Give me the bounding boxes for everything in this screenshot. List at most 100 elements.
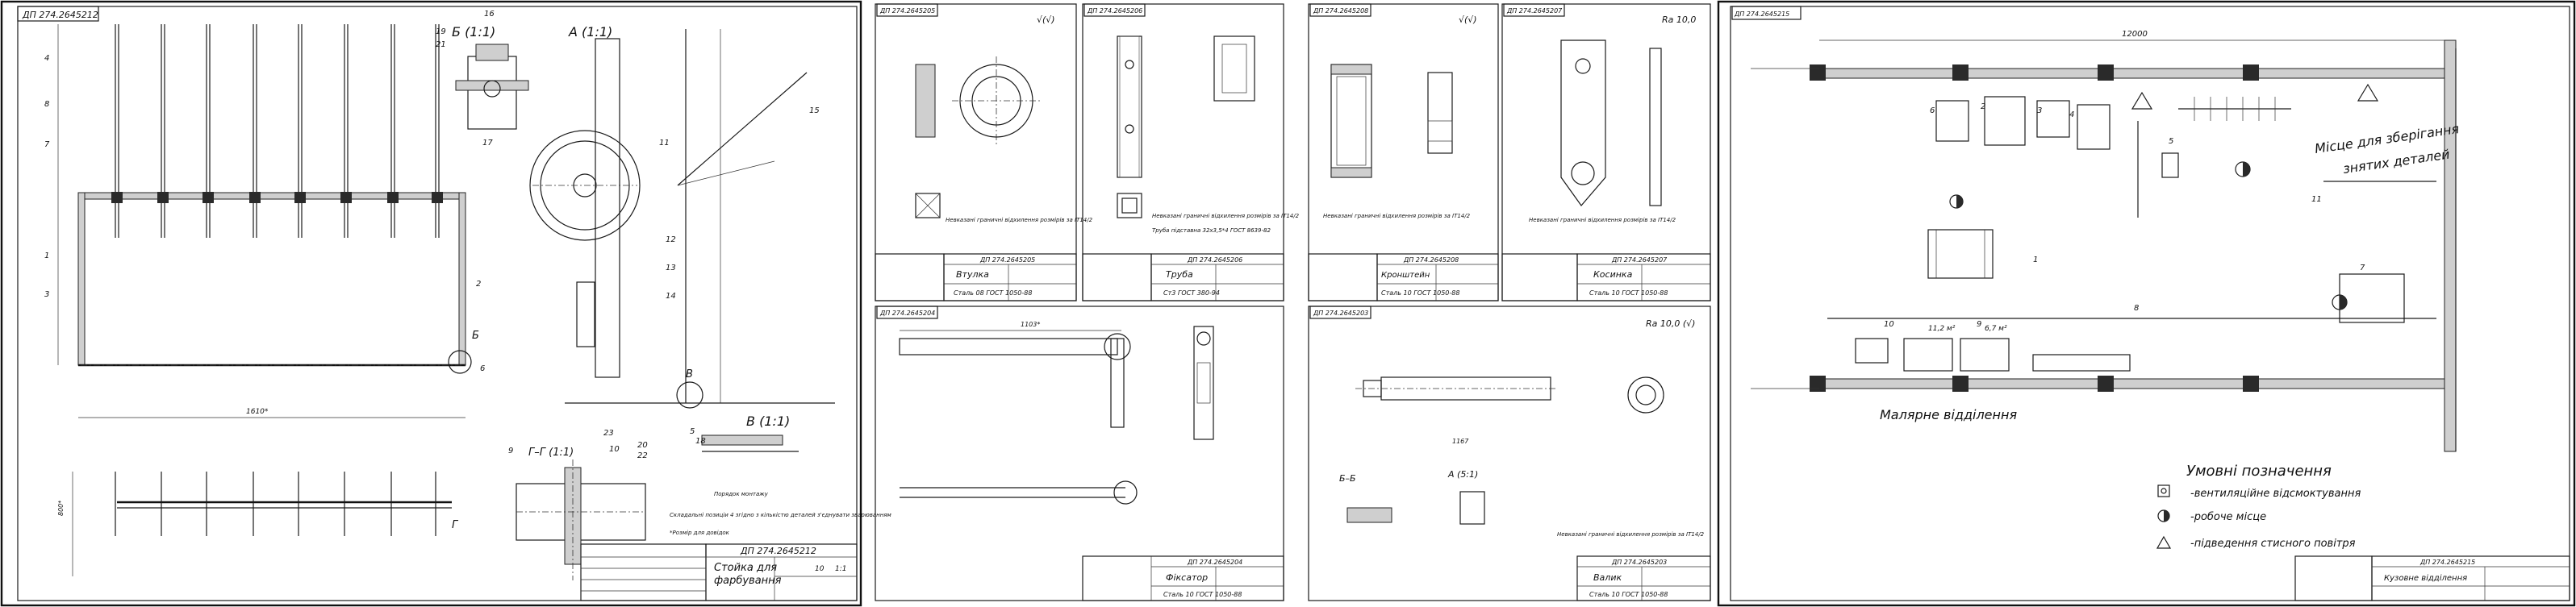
dim-valyk: 1167 — [1452, 438, 1469, 445]
svg-text:18: 18 — [695, 437, 706, 446]
material-vtulka: Сталь 08 ГОСТ 1050-88 — [954, 289, 1032, 297]
sheet-kronshtein: ДП 274.2645208 √(√) Невказані граничні в… — [1308, 3, 1499, 301]
label-g: Г — [452, 519, 459, 531]
view-gg-label: Г–Г (1:1) — [528, 447, 574, 459]
note-truba: Невказані граничні відхилення розмірів з… — [1152, 213, 1300, 219]
corner-code-fiksator: ДП 274.2645204 — [879, 310, 935, 317]
roughness-valyk: Ra 10,0 (√) — [1646, 318, 1695, 329]
dim-small: 800* — [57, 501, 65, 516]
note-kosynka: Невказані граничні відхилення розмірів з… — [1529, 217, 1676, 223]
note-2: *Розмір для довідок — [670, 530, 730, 536]
svg-text:10: 10 — [609, 445, 620, 454]
note-1: Складальні позиціи 4 згідно з кількістю … — [670, 512, 891, 518]
dim-total: 1610* — [246, 408, 269, 416]
view-a-valyk: А (5:1) — [1447, 469, 1478, 480]
note-kronshtein: Невказані граничні відхилення розмірів з… — [1323, 213, 1471, 219]
area-label-1: 11,2 м² — [1928, 325, 1956, 333]
sheet-mass: 10 — [815, 565, 825, 573]
square-icon — [2157, 484, 2170, 497]
sheet-plan: ДП 274.2645215 12000 — [1717, 0, 2576, 607]
label-b: Б — [472, 330, 479, 342]
svg-text:19: 19 — [436, 27, 446, 36]
corner-code-kosynka: ДП 274.2645207 — [1506, 7, 1563, 15]
svg-text:1: 1 — [2033, 256, 2038, 264]
title-truba: Труба — [1166, 269, 1193, 280]
title-fiksator: Фіксатор — [1166, 572, 1208, 583]
material-valyk: Сталь 10 ГОСТ 1050-88 — [1589, 591, 1668, 598]
legend-title: Умовні позначення — [2186, 463, 2332, 480]
stamp-code-plan: ДП 274.2645215 — [2419, 559, 2475, 566]
svg-text:13: 13 — [666, 264, 676, 272]
view-v-label: В (1:1) — [746, 414, 790, 429]
svg-text:2: 2 — [476, 280, 481, 289]
svg-text:11: 11 — [659, 139, 670, 148]
view-bb-valyk: Б–Б — [1339, 473, 1356, 484]
svg-text:9: 9 — [508, 447, 513, 455]
svg-text:23: 23 — [603, 429, 614, 438]
stamp-code-valyk: ДП 274.2645203 — [1611, 559, 1667, 566]
dim-fiksator: 1103* — [1021, 321, 1040, 328]
title-plan: Кузовне відділення — [2384, 573, 2467, 583]
corner-code-plan: ДП 274.2645215 — [1734, 10, 1789, 18]
svg-text:5: 5 — [690, 427, 695, 436]
triangle-icon — [2156, 535, 2172, 549]
title-valyk: Валик — [1593, 572, 1622, 583]
sheet-equipment: ДП 274.2645212 — [0, 0, 891, 607]
title-vtulka: Втулка — [956, 269, 989, 280]
view-a-label: А (1:1) — [568, 24, 612, 39]
corner-code-kronshtein: ДП 274.2645208 — [1313, 7, 1368, 15]
note-valyk: Невказані граничні відхилення розмірів з… — [1557, 531, 1705, 538]
material-truba: Ст3 ГОСТ 380-94 — [1163, 289, 1220, 297]
sheet-truba: ДП 274.2645206 Невказані граничні відхил… — [1082, 3, 1300, 301]
plan-callouts: 6 2 3 4 5 11 7 8 9 10 1 — [1884, 102, 2365, 329]
stamp-code-truba: ДП 274.2645206 — [1187, 256, 1242, 264]
title-kronshtein: Кронштейн — [1381, 271, 1430, 280]
svg-text:3: 3 — [44, 290, 49, 299]
svg-text:6: 6 — [480, 364, 485, 373]
svg-text:4: 4 — [44, 54, 49, 63]
svg-text:1: 1 — [44, 252, 49, 260]
svg-text:6: 6 — [1930, 106, 1935, 115]
corner-code-vtulka: ДП 274.2645205 — [879, 7, 935, 15]
material-kronshtein: Сталь 10 ГОСТ 1050-88 — [1381, 289, 1459, 297]
stamp-code-vtulka: ДП 274.2645205 — [979, 256, 1035, 264]
roughness-kosynka: Ra 10,0 — [1662, 15, 1696, 25]
svg-text:14: 14 — [666, 292, 676, 301]
stamp-code-fiksator: ДП 274.2645204 — [1187, 559, 1242, 566]
svg-text:8: 8 — [44, 100, 49, 109]
svg-text:2: 2 — [1981, 102, 1985, 111]
label-v: В — [686, 368, 693, 380]
svg-text:16: 16 — [484, 10, 495, 19]
sheet-fiksator: ДП 274.2645204 1103* ДП 274.2645204 Фікс… — [875, 306, 1284, 601]
svg-text:Порядок монтажу: Порядок монтажу — [714, 491, 769, 497]
rack-arms — [111, 24, 443, 238]
stamp-code: ДП 274.2645212 — [740, 546, 816, 556]
svg-text:3: 3 — [2037, 106, 2042, 115]
note-vtulka: Невказані граничні відхилення розмірів з… — [946, 217, 1093, 223]
svg-text:7: 7 — [2360, 264, 2365, 272]
corner-code-valyk: ДП 274.2645203 — [1313, 310, 1368, 317]
svg-text:9: 9 — [1977, 320, 1981, 329]
corner-code-truba: ДП 274.2645206 — [1087, 7, 1142, 15]
svg-text:7: 7 — [44, 140, 50, 149]
corner-code: ДП 274.2645212 — [22, 10, 98, 20]
material-kosynka: Сталь 10 ГОСТ 1050-88 — [1589, 289, 1668, 297]
title-1: Стойка для — [714, 562, 777, 574]
area-label-2: 6,7 м² — [1985, 325, 2007, 333]
sheet-vtulka: ДП 274.2645205 √(√) Невказані граничні в… — [875, 3, 1093, 301]
callouts: 4 8 7 1 3 2 6 15 11 12 13 14 17 16 19 21… — [44, 10, 820, 460]
svg-text:12: 12 — [666, 235, 676, 244]
legend-3: -підведення стисного повітря — [2190, 538, 2356, 550]
material-fiksator: Сталь 10 ГОСТ 1050-88 — [1163, 591, 1242, 598]
svg-text:21: 21 — [436, 40, 446, 49]
svg-text:17: 17 — [482, 139, 493, 148]
roughness-kronshtein: √(√) — [1459, 15, 1477, 25]
title-kosynka: Косинка — [1593, 269, 1633, 280]
sheet-valyk: ДП 274.2645203 Ra 10,0 (√) 1167 А (5:1) … — [1308, 306, 1711, 601]
svg-text:10: 10 — [1884, 320, 1894, 329]
note2-truba: Труба підставна 32х3,5*4 ГОСТ 8639-82 — [1152, 227, 1271, 234]
svg-text:15: 15 — [809, 106, 820, 115]
svg-text:8: 8 — [2134, 304, 2139, 313]
svg-text:20: 20 — [637, 441, 648, 450]
title-2: фарбування — [714, 575, 782, 587]
